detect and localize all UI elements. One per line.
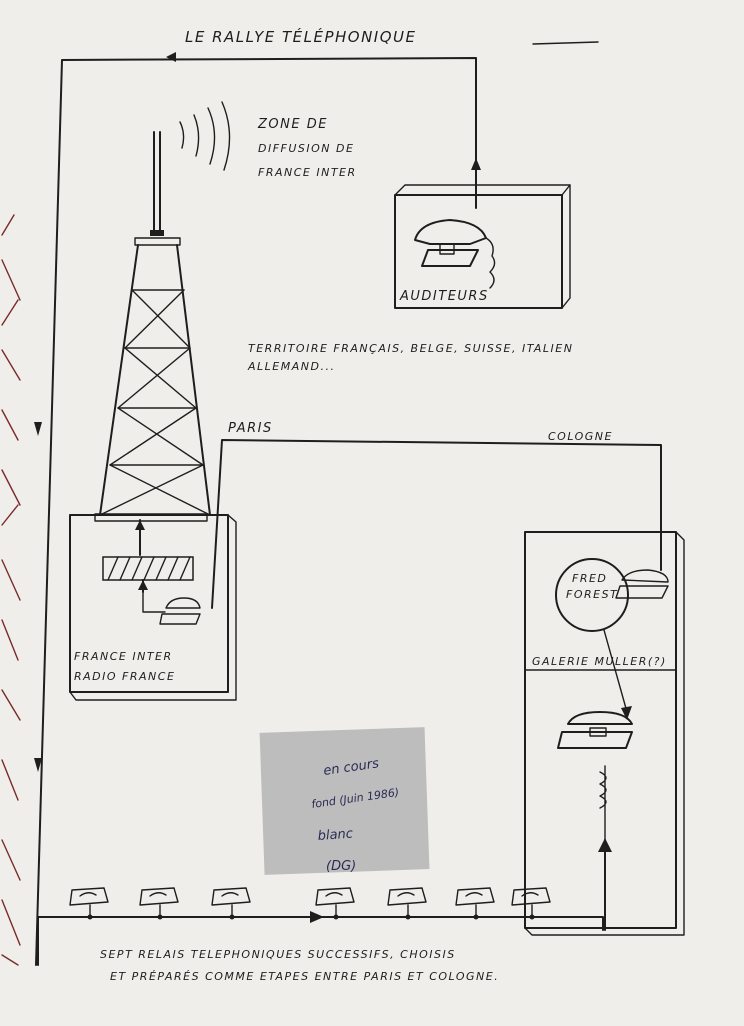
gallery-label: GALERIE MULLER(?)	[532, 655, 667, 668]
telephone-icon	[616, 570, 668, 598]
antenna-tower	[95, 132, 210, 521]
cologne-label: COLOGNE	[548, 430, 613, 443]
relay-telephone-icon	[512, 888, 550, 920]
arrowhead-left-icon	[166, 52, 176, 62]
listeners-label: AUDITEURS	[399, 289, 489, 304]
relays-caption-line-1: SEPT RELAIS TELEPHONIQUES SUCCESSIFS, CH…	[100, 948, 456, 961]
radio-station-line-2: RADIO FRANCE	[74, 670, 175, 683]
note-line-4: (DG)	[326, 859, 356, 874]
telephone-icon	[160, 598, 200, 624]
territory-line-1: TERRITOIRE FRANÇAIS, BELGE, SUISSE, ITAL…	[248, 342, 573, 355]
relays-caption-line-2: ET PRÉPARÉS COMME ETAPES ENTRE PARIS ET …	[110, 970, 499, 983]
arrowhead-down-icon	[34, 422, 42, 436]
relay-telephone-icon	[316, 888, 354, 920]
broadcast-zone-line-2: DIFFUSION DE	[258, 142, 354, 155]
relay-telephone-icon	[212, 888, 250, 920]
diagram-title: LE RALLYE TÉLÉPHONIQUE	[185, 27, 417, 46]
broadcast-zone-line-1: ZONE DE	[257, 117, 328, 132]
title-underline	[533, 42, 598, 44]
telephone-icon	[558, 712, 632, 748]
telephone-icon	[415, 220, 495, 288]
artist-name-line-2: FOREST	[566, 588, 618, 601]
arrowhead-up-icon	[471, 158, 481, 170]
margin-marks	[2, 215, 20, 965]
radio-station-line-1: FRANCE INTER	[74, 650, 173, 663]
paris-label: PARIS	[228, 421, 273, 436]
broadcast-zone-line-3: FRANCE INTER	[258, 166, 357, 179]
relay-telephone-icon	[388, 888, 426, 920]
artist-name-line-1: FRED	[572, 572, 607, 585]
relay-telephone-icon	[70, 888, 108, 920]
arrowhead-right-icon	[310, 911, 324, 923]
relay-telephone-icon	[140, 888, 178, 920]
note-line-3: blanc	[317, 827, 353, 844]
territory-line-2: ALLEMAND...	[247, 360, 335, 373]
radio-waves-icon	[180, 102, 230, 170]
relay-telephone-icon	[456, 888, 494, 920]
